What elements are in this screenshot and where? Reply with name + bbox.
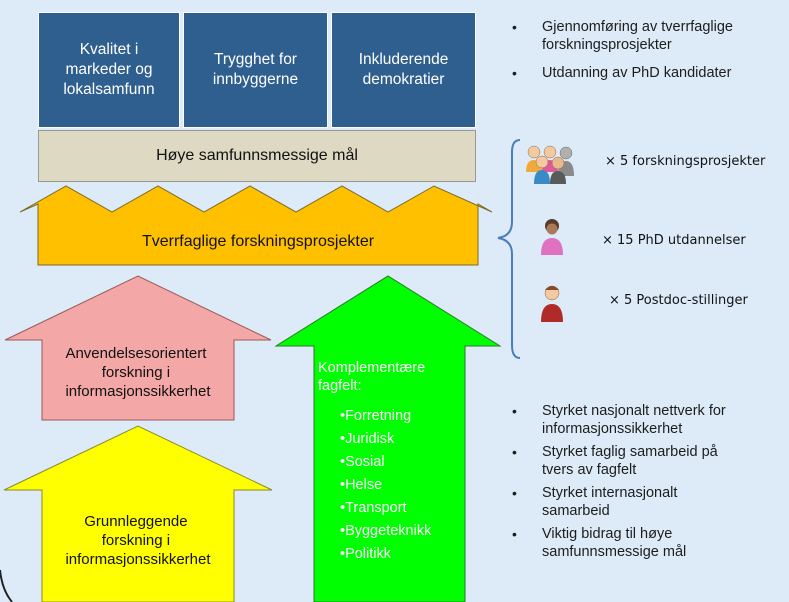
complementary-title-line-2: fagfelt: bbox=[318, 378, 362, 394]
resource-research-projects: × 5 forskningsprosjekter bbox=[605, 154, 766, 169]
resource-postdoc: × 5 Postdoc-stillinger bbox=[609, 293, 748, 308]
basic-research-label: Grunnleggende forskning i informasjonssi… bbox=[65, 513, 211, 568]
corner-curve bbox=[0, 569, 13, 602]
complementary-fields-title: Komplementære fagfelt: bbox=[318, 360, 429, 394]
applied-research-line-1: Anvendelsesorientert bbox=[65, 345, 207, 362]
applied-research-line-3: informasjonssikkerhet bbox=[65, 383, 211, 400]
resource-phd: × 15 PhD utdannelser bbox=[602, 233, 746, 248]
outcome-text: Gjennomføring av tverrfaglige forsknings… bbox=[542, 19, 733, 53]
basic-research-arrow bbox=[3, 425, 273, 602]
field-item: •Politikk bbox=[340, 546, 392, 562]
bullet-glyph: • bbox=[512, 403, 517, 419]
applied-research-line-2: forskning i bbox=[102, 364, 170, 381]
goal-label-quality: Kvalitet i markeder og lokalsamfunn bbox=[63, 41, 155, 98]
bullet-glyph: • bbox=[512, 19, 517, 35]
outcome-item: • Utdanning av PhD kandidater bbox=[512, 64, 789, 82]
group-people-icon bbox=[526, 145, 574, 184]
goal-box-safety: Trygghet for innbyggerne bbox=[183, 12, 328, 128]
outcome-item: • Styrket internasjonalt samarbeid bbox=[512, 484, 789, 520]
outcome-item: • Viktig bidrag til høye samfunnsmessige … bbox=[512, 525, 789, 561]
bottom-outcome-list: • Styrket nasjonalt nettverk for informas… bbox=[512, 402, 789, 566]
societal-goals-bar: Høye samfunnsmessige mål bbox=[38, 130, 476, 182]
outcome-text: Utdanning av PhD kandidater bbox=[542, 65, 732, 81]
outcome-text: Styrket nasjonalt nettverk for informasj… bbox=[542, 403, 726, 437]
complementary-title-line-1: Komplementære bbox=[318, 360, 425, 376]
banner-label: Tverrfaglige forskningsprosjekter bbox=[142, 233, 375, 250]
complementary-fields-arrow bbox=[274, 275, 502, 602]
applied-research-label: Anvendelsesorientert forskning i informa… bbox=[65, 345, 211, 400]
outcome-item: • Gjennomføring av tverrfaglige forskning… bbox=[512, 18, 789, 54]
outcome-text: Styrket internasjonalt samarbeid bbox=[542, 485, 678, 519]
basic-research-line-2: forskning i bbox=[102, 532, 170, 549]
bullet-glyph: • bbox=[512, 444, 517, 460]
bullet-glyph: • bbox=[512, 485, 517, 501]
resource-brace bbox=[497, 139, 521, 359]
bullet-glyph: • bbox=[512, 526, 517, 542]
goal-label-safety: Trygghet for innbyggerne bbox=[212, 51, 299, 88]
outcome-item: • Styrket nasjonalt nettverk for informas… bbox=[512, 402, 789, 438]
goal-label-democracy: Inkluderende demokratier bbox=[358, 51, 449, 88]
outcome-text: Styrket faglig samarbeid på tvers av fag… bbox=[542, 444, 718, 478]
basic-research-line-1: Grunnleggende bbox=[84, 513, 187, 530]
field-item: •Juridisk bbox=[340, 431, 395, 447]
outcome-item: • Styrket faglig samarbeid på tvers av fa… bbox=[512, 443, 789, 479]
field-item: •Helse bbox=[340, 477, 382, 493]
field-item: •Byggeteknikk bbox=[340, 523, 432, 539]
bullet-glyph: • bbox=[512, 65, 517, 81]
student-icon bbox=[541, 219, 563, 255]
outcome-text: Viktig bidrag til høye samfunnsmessige m… bbox=[542, 526, 687, 560]
goal-box-quality: Kvalitet i markeder og lokalsamfunn bbox=[38, 12, 180, 128]
top-outcome-list: • Gjennomføring av tverrfaglige forskning… bbox=[512, 18, 789, 92]
societal-goals-label: Høye samfunnsmessige mål bbox=[156, 147, 358, 164]
postdoc-person-icon bbox=[541, 285, 563, 322]
field-item: •Forretning bbox=[340, 408, 411, 424]
complementary-fields-list: •Forretning •Juridisk •Sosial •Helse •Tr… bbox=[340, 408, 435, 562]
field-item: •Transport bbox=[340, 500, 407, 516]
field-item: •Sosial bbox=[340, 454, 385, 470]
basic-research-line-3: informasjonssikkerhet bbox=[65, 551, 211, 568]
applied-research-arrow bbox=[4, 275, 272, 421]
interdisciplinary-banner-arrow bbox=[19, 185, 493, 266]
goal-box-democracy: Inkluderende demokratier bbox=[331, 12, 476, 128]
